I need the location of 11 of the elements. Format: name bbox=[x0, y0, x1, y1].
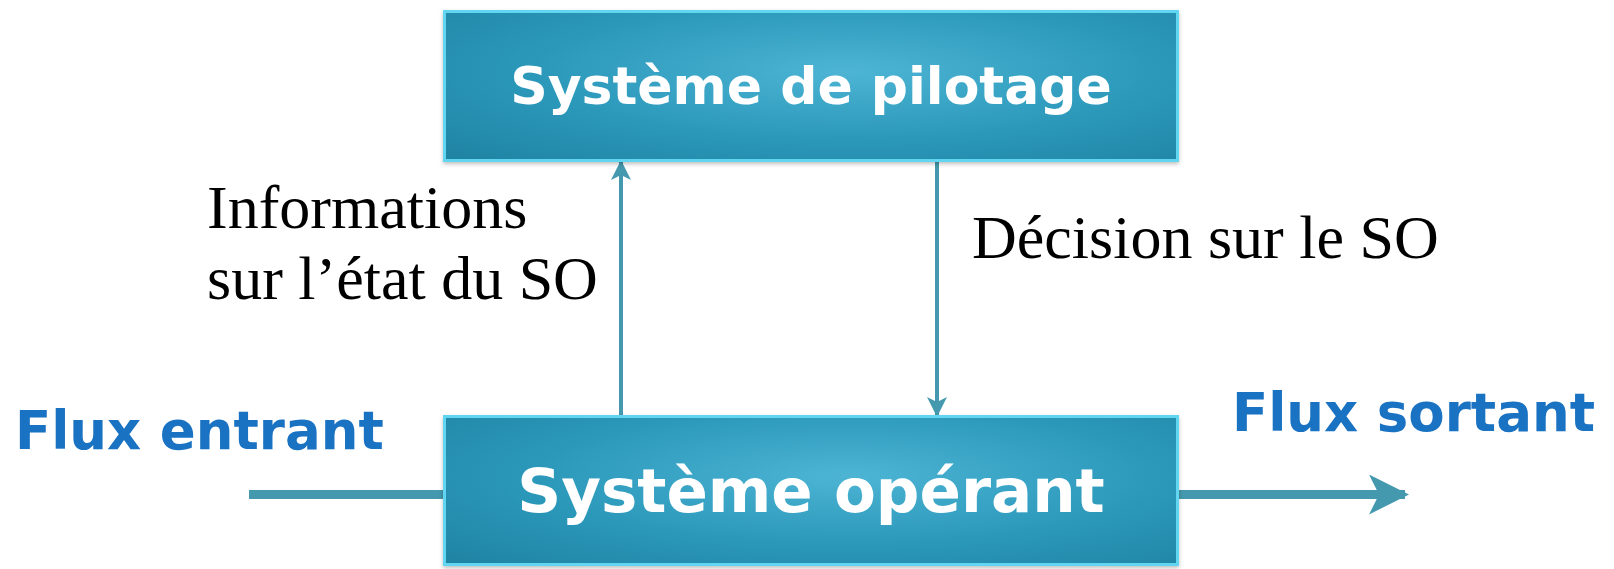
arrow bbox=[1179, 474, 1409, 515]
arrow bbox=[611, 160, 631, 415]
process-box bbox=[443, 415, 1179, 566]
flow-label: Flux entrant bbox=[15, 400, 384, 461]
process-box bbox=[443, 10, 1179, 162]
edge-label: Décision sur le SO bbox=[972, 202, 1440, 273]
arrow bbox=[927, 162, 947, 417]
flow-label: Flux sortant bbox=[1232, 382, 1595, 443]
box-title: Système de pilotage bbox=[510, 56, 1112, 116]
edge-label: Informations sur l’état du SO bbox=[207, 172, 599, 315]
box-title: Système opérant bbox=[517, 455, 1105, 526]
